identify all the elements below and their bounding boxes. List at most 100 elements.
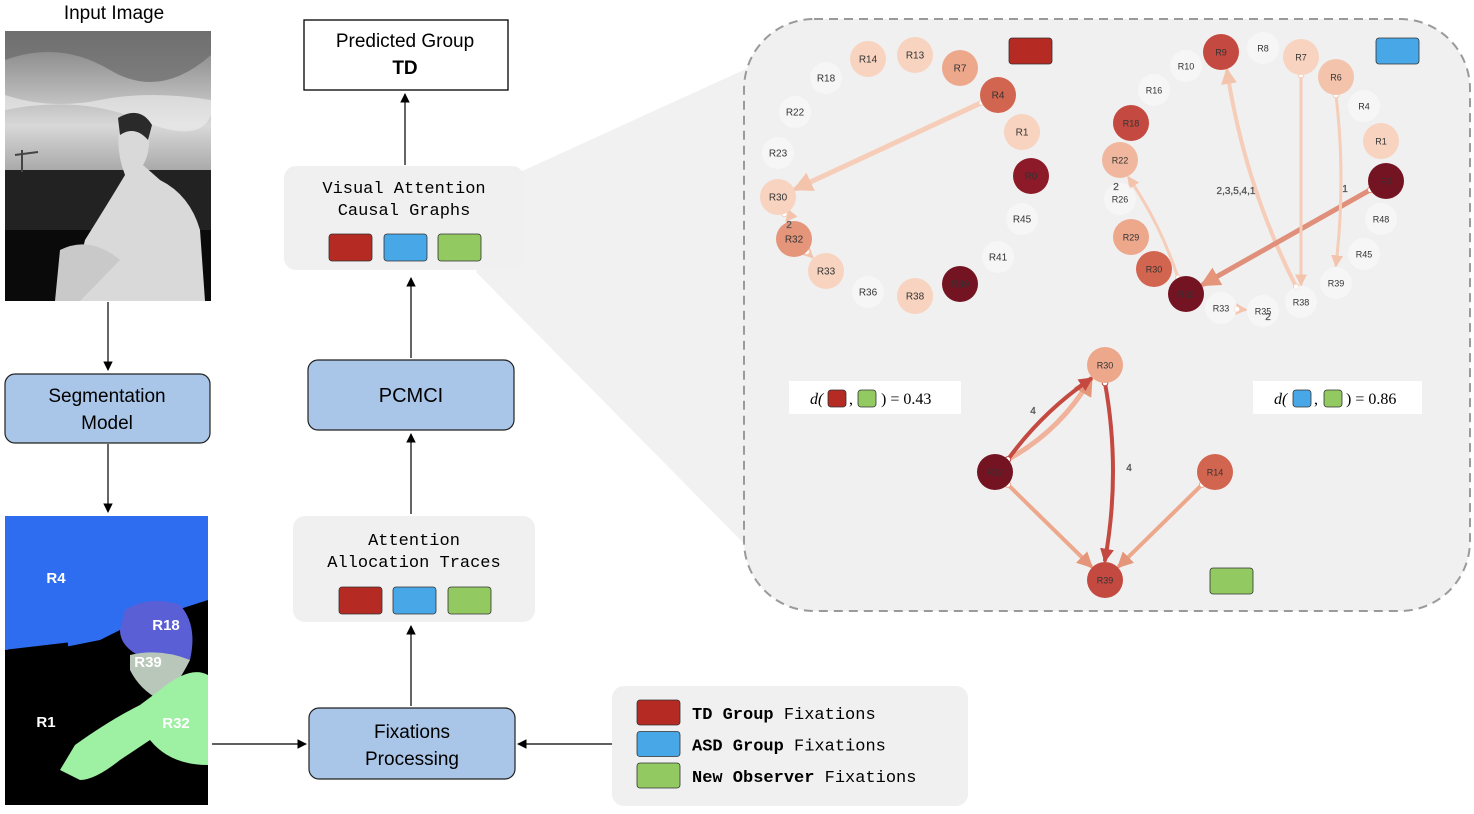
graph-node-r39 bbox=[1087, 562, 1123, 598]
graph-node-r18 bbox=[1113, 105, 1149, 141]
graph-node-label: R39 bbox=[951, 280, 970, 291]
graph-node-r48 bbox=[1365, 203, 1397, 235]
graph-node-r38 bbox=[1285, 286, 1317, 318]
graph-node-r23 bbox=[762, 137, 794, 169]
graph-node-label: R22 bbox=[1112, 156, 1129, 166]
graph-node-r39 bbox=[1320, 267, 1352, 299]
graph-node-label: R41 bbox=[989, 253, 1008, 264]
predicted-group-value: TD bbox=[392, 58, 417, 79]
graph-edge bbox=[1005, 376, 1093, 462]
graph-node-label: R7 bbox=[1295, 53, 1307, 63]
graph-node-label: R33 bbox=[817, 267, 836, 278]
distance-asd-new: d( , ) = 0.86 bbox=[1253, 381, 1422, 414]
graph-node-label: R18 bbox=[817, 74, 836, 85]
input-image bbox=[5, 31, 211, 301]
graph-edge bbox=[1199, 187, 1373, 287]
graph-node-label: R32 bbox=[785, 235, 804, 246]
svg-text:) = 0.43: ) = 0.43 bbox=[881, 391, 931, 408]
graph-node-label: R33 bbox=[1213, 304, 1230, 314]
graph-node-label: R32 bbox=[1178, 290, 1195, 300]
graph-node-r0 bbox=[1368, 163, 1404, 199]
graph-node-r45 bbox=[1348, 238, 1380, 270]
graph-node-label: R1 bbox=[1016, 128, 1029, 139]
causal-swatch-asd bbox=[383, 233, 428, 262]
segmentation-map: R4 R18 R39 R1 R32 bbox=[5, 516, 208, 805]
graph-node-r29 bbox=[1113, 219, 1149, 255]
edge-label-asd-3: 2 bbox=[1265, 312, 1271, 323]
graph-node-label: R8 bbox=[1257, 44, 1269, 54]
graph-node-r30 bbox=[1087, 347, 1123, 383]
edge-label-new-1: 4 bbox=[1126, 463, 1132, 474]
graph-edge bbox=[1116, 482, 1205, 569]
graph-node-label: R32 bbox=[987, 468, 1004, 478]
graph-node-label: R23 bbox=[769, 149, 788, 160]
svg-text:) = 0.86: ) = 0.86 bbox=[1346, 391, 1396, 408]
graph-edge bbox=[1127, 175, 1180, 280]
graph-node-r33 bbox=[808, 253, 844, 289]
graph-node-label: R9 bbox=[1215, 48, 1227, 58]
legend-swatch-1 bbox=[636, 731, 681, 757]
seg-label-r32: R32 bbox=[162, 715, 190, 732]
trace-swatch-new bbox=[447, 586, 492, 615]
graph-node-label: R13 bbox=[906, 51, 925, 62]
graph-node-r33 bbox=[1205, 292, 1237, 324]
graph-node-r13 bbox=[897, 37, 933, 73]
graph-node-r9 bbox=[1203, 34, 1239, 70]
graph-node-label: R14 bbox=[859, 55, 878, 66]
graph-node-label: R26 bbox=[1112, 195, 1129, 205]
graph-node-label: R38 bbox=[906, 292, 925, 303]
graph-node-r32 bbox=[977, 454, 1013, 490]
graph-node-label: R0 bbox=[1380, 177, 1392, 187]
graph-node-r10 bbox=[1170, 50, 1202, 82]
graph-node-r4 bbox=[980, 77, 1016, 113]
edge-label-td-0: 2 bbox=[786, 220, 792, 231]
graph-node-label: R39 bbox=[1097, 576, 1114, 586]
distance-td-new: d( , ) = 0.43 bbox=[789, 381, 961, 414]
graphs-panel bbox=[743, 18, 1471, 612]
graph-node-r45 bbox=[1006, 203, 1038, 235]
trace-swatch-td bbox=[338, 586, 383, 615]
graph-node-r22 bbox=[779, 96, 811, 128]
graph-node-label: R1 bbox=[1375, 137, 1387, 147]
seg-label-r39: R39 bbox=[134, 654, 162, 671]
graph-node-label: R38 bbox=[1293, 298, 1310, 308]
graph-node-r35 bbox=[1247, 295, 1279, 327]
graph-node-label: R18 bbox=[1123, 119, 1140, 129]
graph-node-r22 bbox=[1102, 142, 1138, 178]
graph-node-r0 bbox=[1013, 158, 1049, 194]
graph-node-label: R30 bbox=[1097, 361, 1114, 371]
svg-text:d(: d( bbox=[810, 391, 825, 408]
graph-node-label: R10 bbox=[1178, 62, 1195, 72]
input-image-label: Input Image bbox=[64, 3, 164, 24]
legend-label-1: ASD Group Fixations bbox=[692, 738, 886, 757]
edge-label-asd-2: 1 bbox=[1342, 184, 1348, 195]
graph-node-r1 bbox=[1363, 123, 1399, 159]
seg-label-r4: R4 bbox=[46, 570, 66, 587]
predicted-group-box: Predicted Group TD bbox=[303, 19, 509, 91]
graph-node-label: R45 bbox=[1013, 215, 1032, 226]
graph-node-label: R0 bbox=[1025, 172, 1038, 183]
graph-node-r8 bbox=[1247, 32, 1279, 64]
graph-node-label: R14 bbox=[1207, 468, 1224, 478]
edge-label-asd-0: 2 bbox=[1113, 182, 1119, 193]
seg-label-r18: R18 bbox=[152, 617, 180, 634]
legend-label-2: New Observer Fixations bbox=[692, 769, 916, 788]
graph-node-label: R45 bbox=[1356, 250, 1373, 260]
graph-node-r30 bbox=[760, 179, 796, 215]
svg-text:,: , bbox=[849, 391, 853, 408]
graph-node-label: R4 bbox=[992, 91, 1005, 102]
pcmci-label: PCMCI bbox=[379, 385, 443, 407]
graph-node-r41 bbox=[982, 241, 1014, 273]
graph-node-label: R48 bbox=[1373, 215, 1390, 225]
graph-node-r30 bbox=[1136, 251, 1172, 287]
graph-node-r26 bbox=[1104, 183, 1136, 215]
graph-node-label: R16 bbox=[1146, 86, 1163, 96]
legend-label-0: TD Group Fixations bbox=[692, 706, 876, 725]
